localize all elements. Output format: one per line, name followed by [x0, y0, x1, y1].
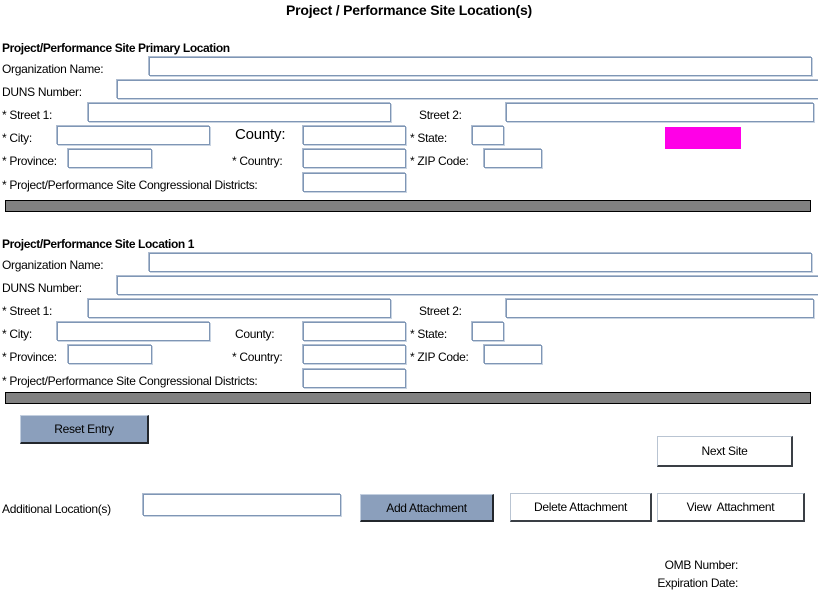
province-label-1: * Province:	[2, 154, 57, 168]
state-label-2: * State:	[410, 327, 447, 341]
organization-name-input-1[interactable]	[149, 57, 812, 76]
country-input-2[interactable]	[303, 345, 406, 364]
duns-number-input-1[interactable]	[117, 80, 818, 99]
zip-code-input-1[interactable]	[484, 149, 542, 168]
street2-label-1: Street 2:	[419, 108, 462, 122]
add-attachment-button[interactable]: Add Attachment	[360, 494, 494, 522]
congressional-districts-label-2: * Project/Performance Site Congressional…	[2, 374, 258, 388]
organization-name-label-2: Organization Name:	[2, 258, 104, 272]
congressional-districts-input-1[interactable]	[303, 173, 406, 192]
city-label-2: * City:	[2, 327, 32, 341]
congressional-districts-input-2[interactable]	[303, 369, 406, 388]
next-site-button[interactable]: Next Site	[657, 436, 793, 467]
province-input-2[interactable]	[68, 345, 152, 364]
additional-locations-label: Additional Location(s)	[2, 502, 111, 516]
zip-code-label-1: * ZIP Code:	[410, 154, 469, 168]
street1-label-2: * Street 1:	[2, 304, 53, 318]
city-label-1: * City:	[2, 131, 32, 145]
organization-name-input-2[interactable]	[149, 253, 812, 272]
congressional-districts-label-1: * Project/Performance Site Congressional…	[2, 178, 258, 192]
section-divider-2	[5, 392, 811, 404]
street2-input-2[interactable]	[506, 299, 814, 318]
view-attachment-button[interactable]: View Attachment	[657, 493, 805, 522]
duns-number-label-2: DUNS Number:	[2, 281, 82, 295]
zip-code-input-2[interactable]	[484, 345, 542, 364]
additional-locations-input[interactable]	[143, 494, 341, 516]
state-input-1[interactable]	[472, 126, 504, 145]
magenta-highlight-block	[665, 127, 741, 149]
state-input-2[interactable]	[472, 322, 504, 341]
county-input-2[interactable]	[303, 322, 406, 341]
section-heading-location-1: Project/Performance Site Location 1	[2, 237, 195, 251]
duns-number-label-1: DUNS Number:	[2, 85, 82, 99]
reset-entry-button[interactable]: Reset Entry	[20, 415, 149, 444]
section-divider-1	[5, 200, 811, 212]
street1-input-2[interactable]	[88, 299, 391, 318]
expiration-date-label: Expiration Date:	[657, 576, 738, 590]
city-input-2[interactable]	[57, 322, 210, 341]
country-input-1[interactable]	[303, 149, 406, 168]
province-input-1[interactable]	[68, 149, 152, 168]
county-label-1: County:	[235, 126, 286, 143]
street1-input-1[interactable]	[88, 103, 391, 122]
street2-input-1[interactable]	[506, 103, 814, 122]
page-title: Project / Performance Site Location(s)	[285, 2, 533, 18]
country-label-2: * Country:	[232, 350, 283, 364]
state-label-1: * State:	[410, 131, 447, 145]
organization-name-label-1: Organization Name:	[2, 62, 104, 76]
city-input-1[interactable]	[57, 126, 210, 145]
county-label-2: County:	[235, 327, 275, 341]
zip-code-label-2: * ZIP Code:	[410, 350, 469, 364]
country-label-1: * Country:	[232, 154, 283, 168]
county-input-1[interactable]	[303, 126, 406, 145]
section-heading-primary: Project/Performance Site Primary Locatio…	[2, 41, 230, 55]
duns-number-input-2[interactable]	[117, 276, 818, 295]
province-label-2: * Province:	[2, 350, 57, 364]
omb-number-label: OMB Number:	[664, 558, 739, 572]
street1-label-1: * Street 1:	[2, 108, 53, 122]
street2-label-2: Street 2:	[419, 304, 462, 318]
delete-attachment-button[interactable]: Delete Attachment	[510, 493, 652, 522]
